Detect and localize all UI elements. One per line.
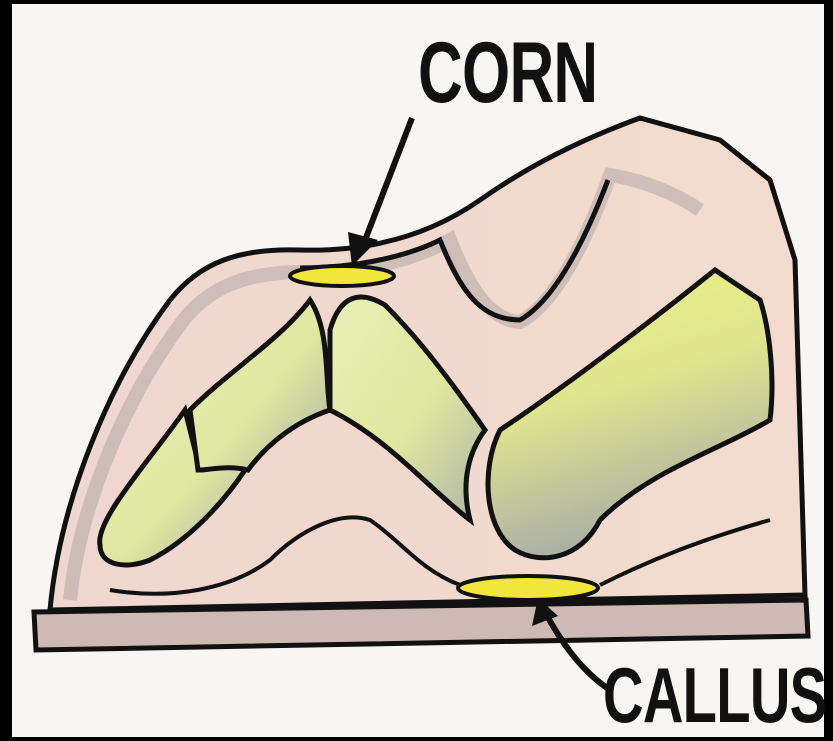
callus-lesion xyxy=(458,576,598,600)
callus-label: CALLUS xyxy=(603,656,826,734)
corn-label: CORN xyxy=(418,30,597,116)
corn-lesion xyxy=(290,266,394,286)
corn-arrow-line xyxy=(362,118,412,248)
